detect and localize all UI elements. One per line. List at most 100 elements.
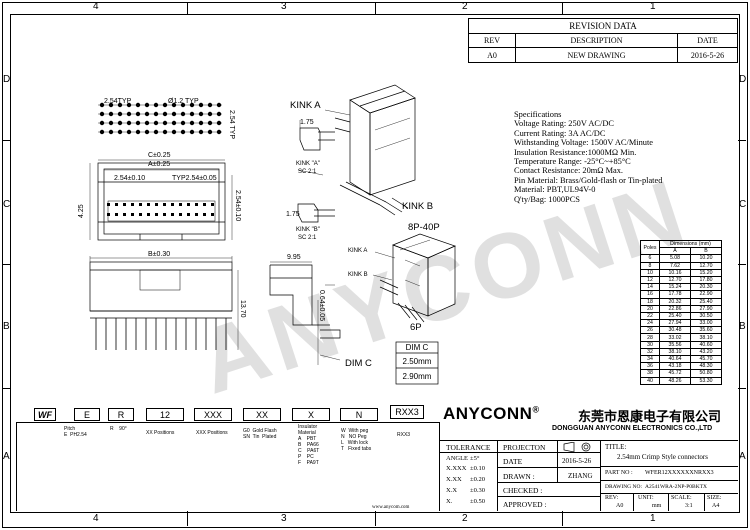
angle-value: ±5° — [470, 455, 480, 462]
pin-hole — [198, 120, 204, 126]
pin-square — [147, 203, 150, 206]
company-english: DONGGUAN ANYCONN ELECTRONICS CO.,LTD — [552, 425, 713, 432]
spec-line: Voltage Rating: 250V AC/DC — [514, 119, 614, 129]
tol-label: X. — [446, 498, 453, 505]
range-8p-40p-label: 8P-40P — [408, 222, 440, 233]
pin-square — [211, 213, 214, 216]
dim-b-cell: 25.40 — [690, 297, 722, 306]
kink-175a-label: 1.75 — [300, 119, 314, 126]
pin-square — [179, 213, 182, 216]
pin-hole — [171, 129, 177, 135]
unit-label: UNIT: — [638, 495, 654, 501]
depth-label: 2.54±0.10 — [234, 190, 241, 221]
zone-tick — [2, 388, 10, 389]
pin-square — [179, 203, 182, 206]
website: www.anycom.com — [372, 505, 410, 510]
date-label: DATE — [503, 457, 523, 466]
pin-hole — [126, 111, 132, 117]
company-name: ANYCONN® — [443, 404, 540, 424]
spec-heading: Specifications — [514, 110, 562, 119]
dim-b-cell: 22.90 — [690, 290, 722, 299]
company-chinese: 东莞市恩康电子有限公司 — [578, 410, 722, 425]
pin-hole — [189, 111, 195, 117]
pin-square — [163, 203, 166, 206]
kink-a-detail — [299, 120, 335, 151]
pin-square — [139, 213, 142, 216]
pin-hole — [135, 102, 141, 108]
isometric-6p — [372, 233, 456, 323]
pin-hole — [99, 129, 105, 135]
spec-line: Withstanding Voltage: 1500V AC/Minute — [514, 138, 654, 148]
zone-bottom-2: 2 — [462, 513, 468, 524]
spec-line: Material: PBT,UL94V-0 — [514, 185, 596, 195]
pin-hole — [153, 111, 159, 117]
pin-square — [107, 213, 110, 216]
pin-hole — [135, 129, 141, 135]
zone-right-c: C — [739, 199, 747, 210]
kink-b-detail-label: KINK "B" — [296, 227, 320, 233]
dim-b-cell: 17.80 — [690, 275, 722, 285]
kink-a-label: KINK A — [290, 100, 321, 111]
pin-hole — [108, 111, 114, 117]
pin-hole — [198, 102, 204, 108]
pin-square — [115, 213, 118, 216]
zone-tick — [738, 140, 746, 141]
title-value: 2.54mm Crimp Style connectors — [617, 453, 708, 461]
bottom-elevation — [89, 256, 239, 350]
pin-hole — [207, 102, 213, 108]
code-sub: Insulator Material A PBT B PA66 C PA6T P… — [298, 424, 320, 466]
pin-square — [115, 203, 118, 206]
title-label: TITLE: — [605, 443, 627, 451]
pin-hole — [180, 129, 186, 135]
zone-right-b: B — [739, 321, 746, 332]
zone-tick — [562, 2, 563, 14]
projection-label: PROJECTON — [503, 443, 546, 452]
code-box: RXX3 — [390, 405, 424, 419]
code-area-frame — [16, 422, 440, 511]
dim-b-cell: 12.70 — [690, 261, 722, 270]
pin-square — [211, 203, 214, 206]
pin-square — [131, 213, 134, 216]
pin-hole — [171, 111, 177, 117]
pin-square — [163, 213, 166, 216]
tol-label: X.XXX — [446, 465, 467, 472]
zone-left-c: C — [3, 199, 11, 210]
angle-label: ANGLE — [446, 455, 469, 462]
company-name-text: ANYCONN — [443, 404, 533, 423]
code-sub: G0 Gold Flash SN Tin Plated — [243, 428, 277, 440]
kink-b-detail — [297, 203, 335, 223]
six-p-label: 6P — [410, 322, 422, 333]
projection-symbol — [563, 442, 591, 452]
pin-square — [155, 203, 158, 206]
pin-hole — [126, 120, 132, 126]
divider — [704, 493, 705, 511]
tol-label: X.XX — [446, 476, 462, 483]
pitch-typ-label: 2.54TYP — [104, 98, 132, 105]
spec-line: Q'ty/Bag: 1000PCS — [514, 194, 580, 204]
pin-hole — [99, 102, 105, 108]
dim-c-callout: DIM C — [345, 358, 372, 369]
part-no-label: PART NO : — [605, 470, 633, 476]
code-sub: W With peg N NO Peg L With lock T Fixed … — [341, 428, 372, 452]
tol-value: ±0.50 — [470, 498, 485, 505]
zone-tick — [187, 2, 188, 14]
technical-drawing: 2.54TYP Ø1.2 TYP 2.54 TYP C±0.25 A±0.25 … — [78, 84, 701, 400]
checked-label: CHECKED : — [503, 486, 543, 495]
date-value: 2016-5-26 — [677, 47, 738, 63]
divider — [440, 452, 497, 453]
pin-hole — [144, 129, 150, 135]
side-view — [269, 261, 341, 365]
code-sub: XXX Positions — [196, 430, 228, 436]
approved-label: APPROVED : — [503, 500, 547, 509]
bottom-pins — [95, 318, 227, 350]
kink-b-small-label: KINK B — [348, 272, 368, 278]
kink-175b-label: 1.75 — [286, 211, 300, 218]
